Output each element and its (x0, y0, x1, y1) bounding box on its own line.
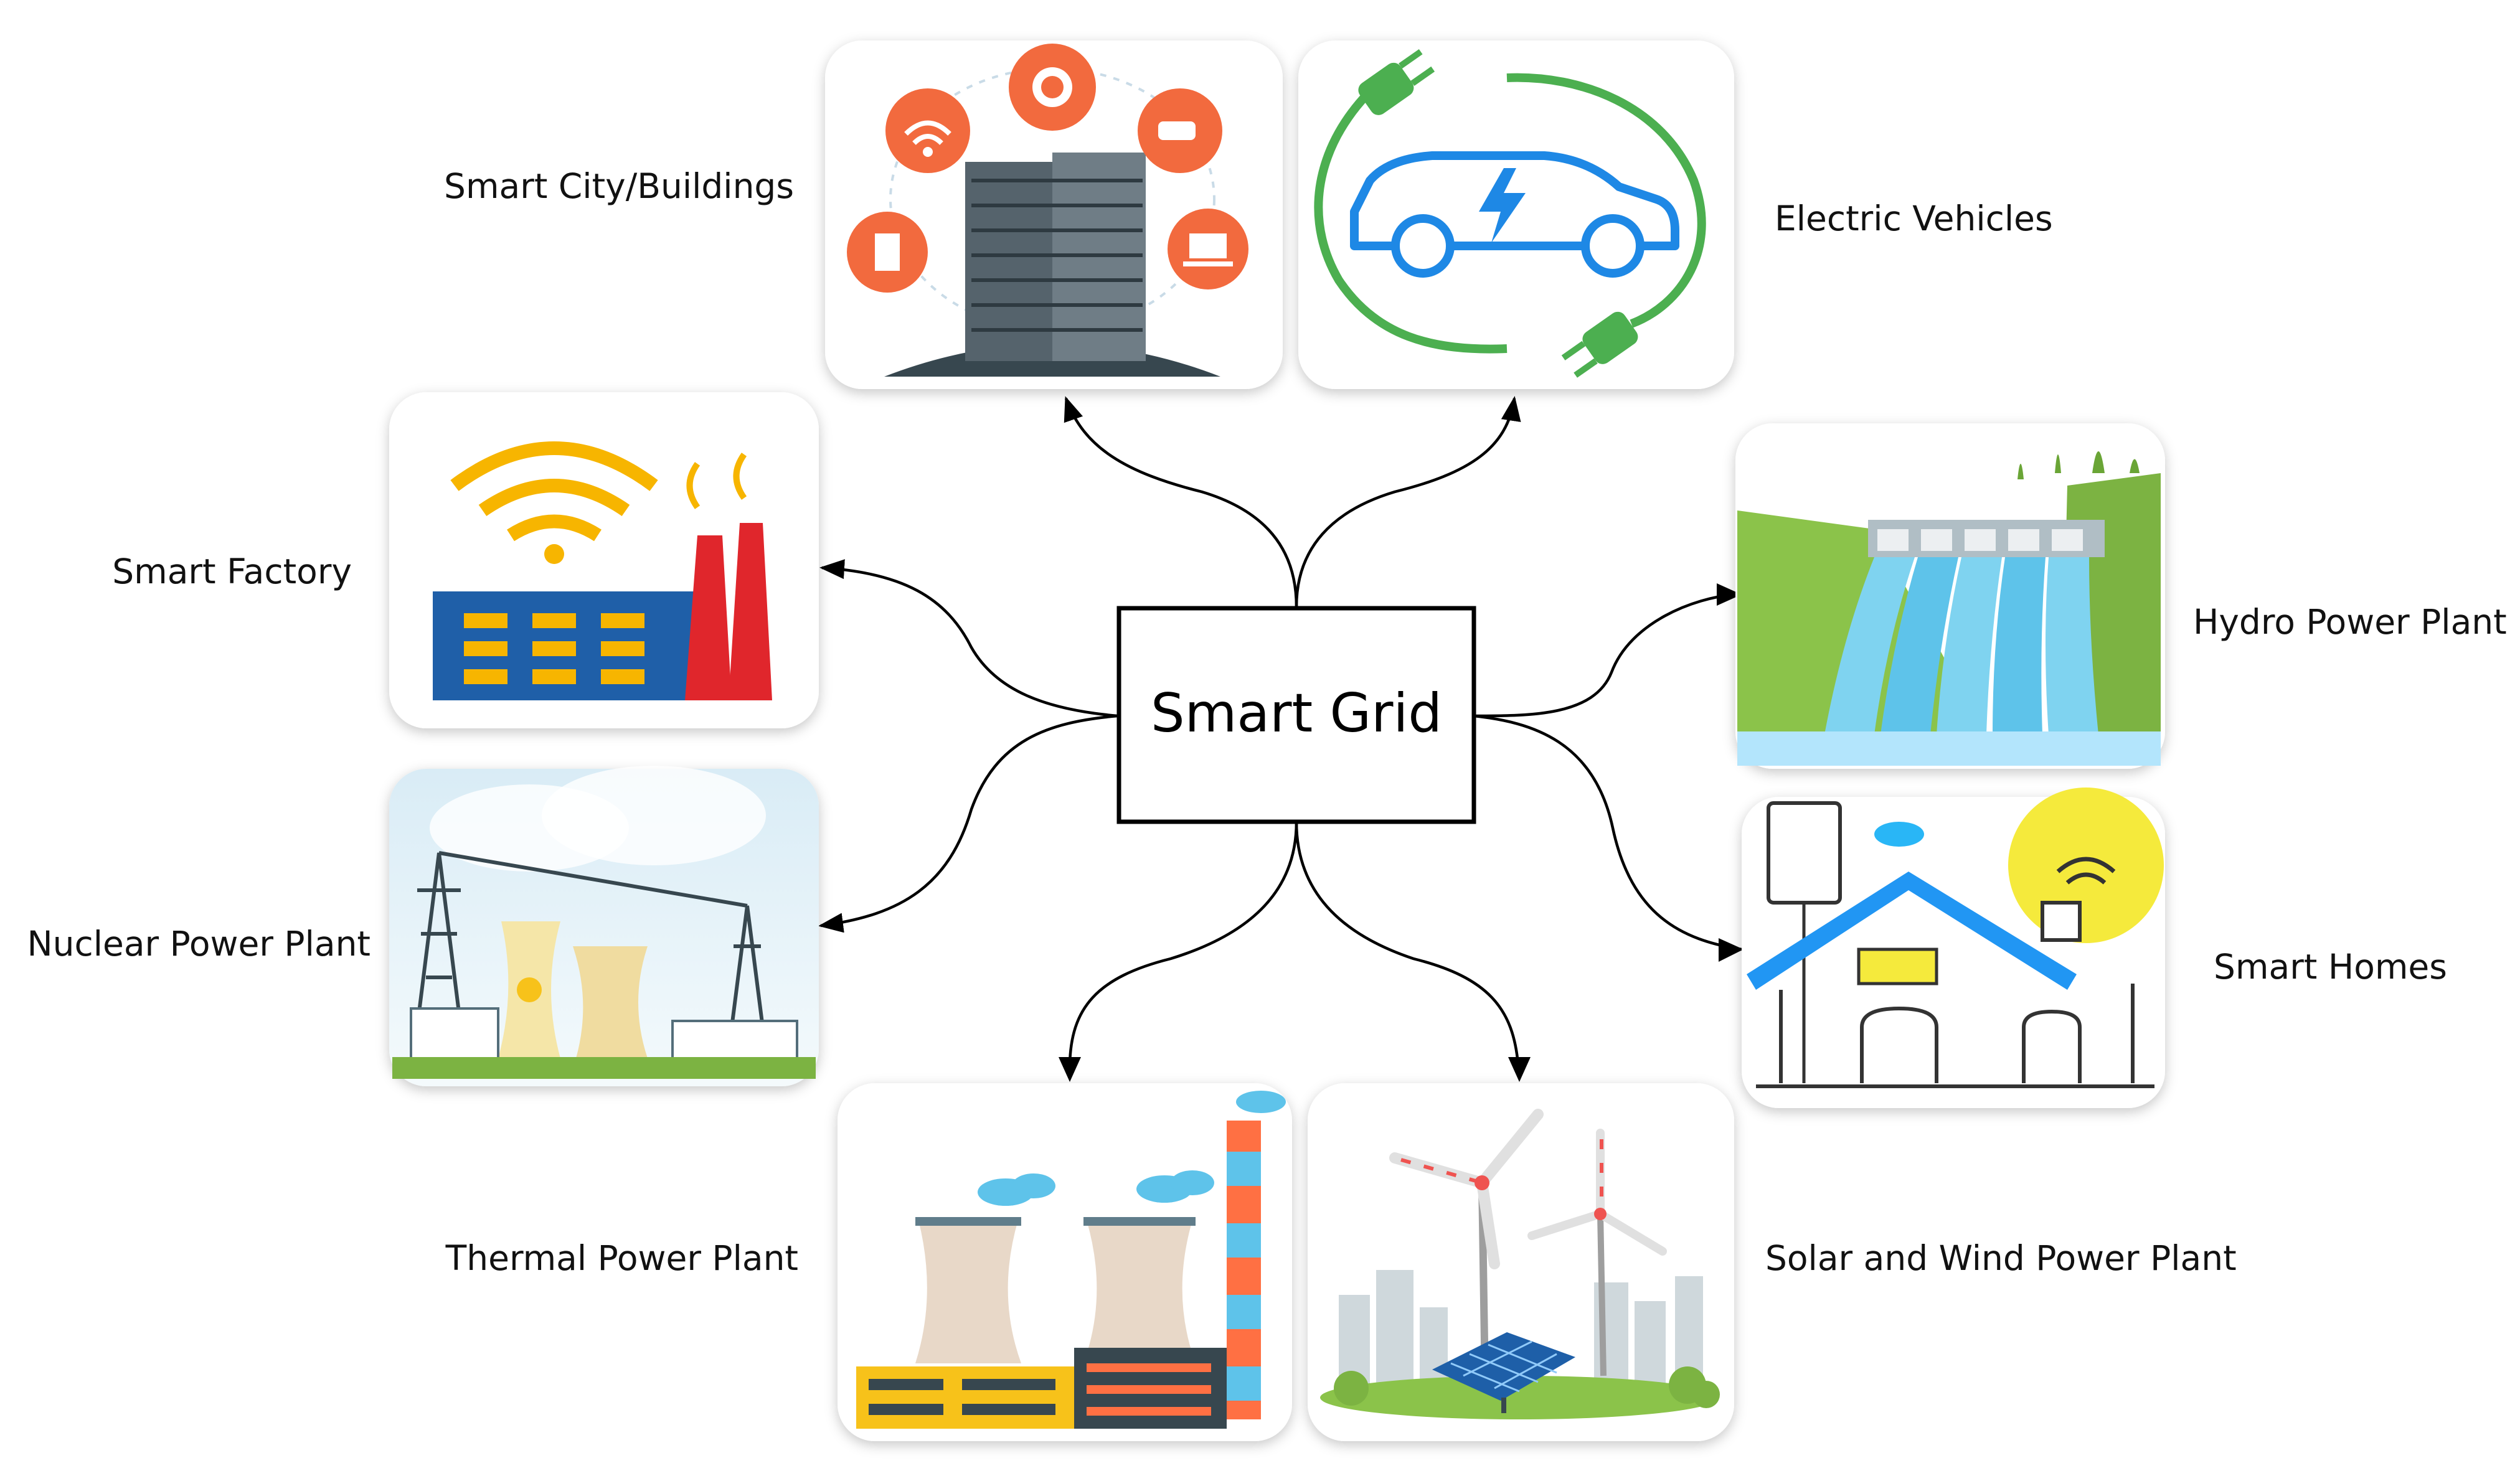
connector-solar-wind (1295, 821, 1520, 1065)
connector-thermal (1068, 821, 1298, 1065)
node-smart-factory[interactable]: Smart Factory (112, 392, 819, 728)
card-electric-vehicles (1298, 40, 1734, 389)
solar-wind-icon (1320, 1109, 1720, 1419)
label-smart-factory: Smart Factory (112, 552, 352, 591)
label-solar-wind: Solar and Wind Power Plant (1765, 1238, 2237, 1278)
arrowhead-solar-wind (1508, 1057, 1531, 1082)
electric-car-icon (1314, 49, 1706, 378)
connector-smart-factory (819, 559, 1118, 718)
nuclear-plant-icon (392, 766, 816, 1079)
node-smart-city[interactable]: Smart City/Buildings (444, 40, 1283, 389)
node-electric-vehicles[interactable]: Electric Vehicles (1298, 40, 2053, 389)
label-electric-vehicles: Electric Vehicles (1775, 199, 2053, 238)
arrowhead-smart-homes (1719, 938, 1744, 962)
smart-home-icon (1747, 788, 2164, 1088)
node-hydro-power[interactable]: Hydro Power Plant (1735, 423, 2507, 769)
node-solar-wind[interactable]: Solar and Wind Power Plant (1308, 1083, 2237, 1441)
connector-nuclear (818, 714, 1118, 933)
label-smart-homes: Smart Homes (2214, 947, 2447, 987)
center-label: Smart Grid (1151, 682, 1442, 745)
hydro-dam-icon (1737, 451, 2161, 766)
connector-electric-vehicles (1295, 396, 1521, 608)
smart-factory-icon (433, 441, 772, 700)
thermal-plant-icon (856, 1091, 1286, 1429)
connector-hydro (1473, 593, 1736, 718)
node-nuclear-power[interactable]: Nuclear Power Plant (27, 766, 819, 1086)
connector-smart-homes (1473, 714, 1742, 951)
center-node[interactable]: Smart Grid (1116, 606, 1476, 824)
connector-smart-city (1064, 396, 1298, 608)
node-smart-homes[interactable]: Smart Homes (1742, 788, 2447, 1108)
label-nuclear-power: Nuclear Power Plant (27, 924, 370, 964)
label-smart-city: Smart City/Buildings (444, 166, 794, 206)
connectors (818, 396, 1744, 1082)
arrowhead-thermal (1059, 1057, 1081, 1082)
node-thermal-power[interactable]: Thermal Power Plant (445, 1083, 1292, 1441)
center-box (1116, 606, 1476, 824)
arrowhead-hydro (1717, 583, 1742, 606)
label-thermal-power: Thermal Power Plant (445, 1238, 798, 1278)
smart-city-icon (847, 44, 1248, 377)
label-hydro-power: Hydro Power Plant (2193, 602, 2507, 642)
